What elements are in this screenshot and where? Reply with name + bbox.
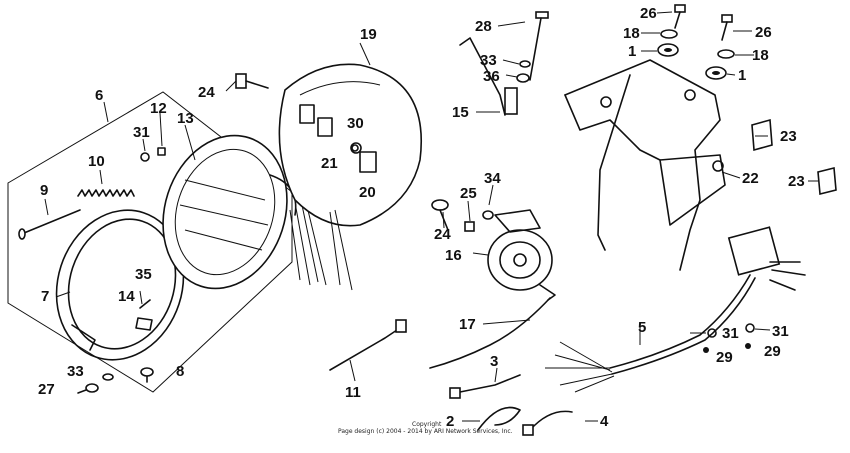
part-24-bolt-a bbox=[235, 73, 269, 89]
part-14-clip bbox=[135, 299, 153, 331]
part-34-washer bbox=[482, 210, 494, 220]
callout-24b: 24 bbox=[434, 226, 451, 243]
callout-33a: 33 bbox=[67, 363, 84, 380]
callout-16: 16 bbox=[445, 247, 462, 264]
callout-12: 12 bbox=[150, 100, 167, 117]
callout-36: 36 bbox=[483, 68, 500, 85]
callout-23a: 23 bbox=[780, 128, 797, 145]
callout-18b: 18 bbox=[752, 47, 769, 64]
part-31-washer-c bbox=[745, 323, 755, 333]
part-29-a bbox=[703, 347, 709, 353]
callout-33b: 33 bbox=[480, 52, 497, 69]
part-25-nut bbox=[464, 221, 475, 232]
callout-8: 8 bbox=[176, 363, 184, 380]
callout-21: 21 bbox=[321, 155, 338, 172]
part-23-clip-a bbox=[751, 118, 773, 152]
part-10-spring bbox=[77, 189, 135, 197]
callout-14: 14 bbox=[118, 288, 135, 305]
callout-29a: 29 bbox=[716, 349, 733, 366]
part-4-wire bbox=[522, 410, 573, 436]
part-3-wire bbox=[449, 374, 521, 399]
part-5-harness bbox=[545, 226, 806, 393]
callout-27: 27 bbox=[38, 381, 55, 398]
part-31-washer-a bbox=[140, 152, 150, 162]
callout-17: 17 bbox=[459, 316, 476, 333]
callout-10: 10 bbox=[88, 153, 105, 170]
part-7-rim bbox=[55, 209, 185, 361]
part-17-wire bbox=[429, 297, 551, 369]
part-33-washer-b bbox=[519, 60, 531, 68]
leader-lines bbox=[44, 11, 818, 422]
callout-7: 7 bbox=[41, 288, 49, 305]
callout-1b: 1 bbox=[738, 67, 746, 84]
part-12-nut bbox=[157, 147, 166, 156]
part-16-horn bbox=[487, 209, 556, 301]
part-23-clip-b bbox=[817, 166, 837, 196]
part-9-screw bbox=[18, 209, 81, 240]
part-8-screw bbox=[140, 367, 154, 383]
part-18-rubber-b bbox=[717, 49, 735, 59]
callout-2: 2 bbox=[446, 413, 454, 430]
part-31-washer-b bbox=[707, 328, 717, 338]
callout-25: 25 bbox=[460, 185, 477, 202]
callout-4: 4 bbox=[600, 413, 609, 430]
part-33-washer-a bbox=[102, 373, 114, 381]
copyright-line-1: Copyright bbox=[412, 421, 442, 428]
callout-6: 6 bbox=[95, 87, 103, 104]
part-29-b bbox=[745, 343, 751, 349]
callout-18a: 18 bbox=[623, 25, 640, 42]
part-15-stay bbox=[459, 37, 518, 116]
callout-15: 15 bbox=[452, 104, 469, 121]
callout-23b: 23 bbox=[788, 173, 805, 190]
callout-26a: 26 bbox=[640, 5, 657, 22]
callout-22: 22 bbox=[742, 170, 759, 187]
part-19-case bbox=[278, 63, 422, 291]
copyright-line-2: Page design (c) 2004 - 2014 by ARI Netwo… bbox=[338, 428, 513, 435]
callout-26b: 26 bbox=[755, 24, 772, 41]
part-11-wire bbox=[329, 319, 407, 371]
callout-31b: 31 bbox=[722, 325, 739, 342]
callout-20: 20 bbox=[359, 184, 376, 201]
part-30-grommet bbox=[351, 144, 359, 152]
callout-34: 34 bbox=[484, 170, 501, 187]
part-27-screw bbox=[77, 383, 99, 394]
callout-3: 3 bbox=[490, 353, 498, 370]
callout-11: 11 bbox=[345, 384, 361, 401]
part-26-bolt-b bbox=[721, 14, 733, 41]
callout-31c: 31 bbox=[772, 323, 789, 340]
callout-labels: 1 1 2 3 4 5 6 7 8 9 10 11 12 13 14 15 16… bbox=[38, 5, 805, 430]
callout-24a: 24 bbox=[198, 84, 215, 101]
callout-1a: 1 bbox=[628, 43, 636, 60]
part-22-bracket bbox=[564, 59, 726, 271]
part-28-bolt bbox=[529, 11, 549, 81]
callout-30: 30 bbox=[347, 115, 364, 132]
part-36-collar bbox=[516, 73, 530, 83]
part-18-rubber-a bbox=[660, 29, 678, 39]
part-26-bolt-a bbox=[674, 4, 686, 29]
callout-5: 5 bbox=[638, 319, 646, 336]
callout-35: 35 bbox=[135, 266, 152, 283]
group-frame bbox=[7, 91, 293, 393]
part-1-grommet-b bbox=[705, 66, 727, 80]
callout-31a: 31 bbox=[133, 124, 150, 141]
callout-29b: 29 bbox=[764, 343, 781, 360]
part-1-grommet-a bbox=[657, 43, 679, 57]
part-2-wire bbox=[477, 406, 521, 431]
callout-13: 13 bbox=[177, 110, 194, 127]
callout-19: 19 bbox=[360, 26, 377, 43]
callout-28: 28 bbox=[475, 18, 492, 35]
callout-9: 9 bbox=[40, 182, 48, 199]
